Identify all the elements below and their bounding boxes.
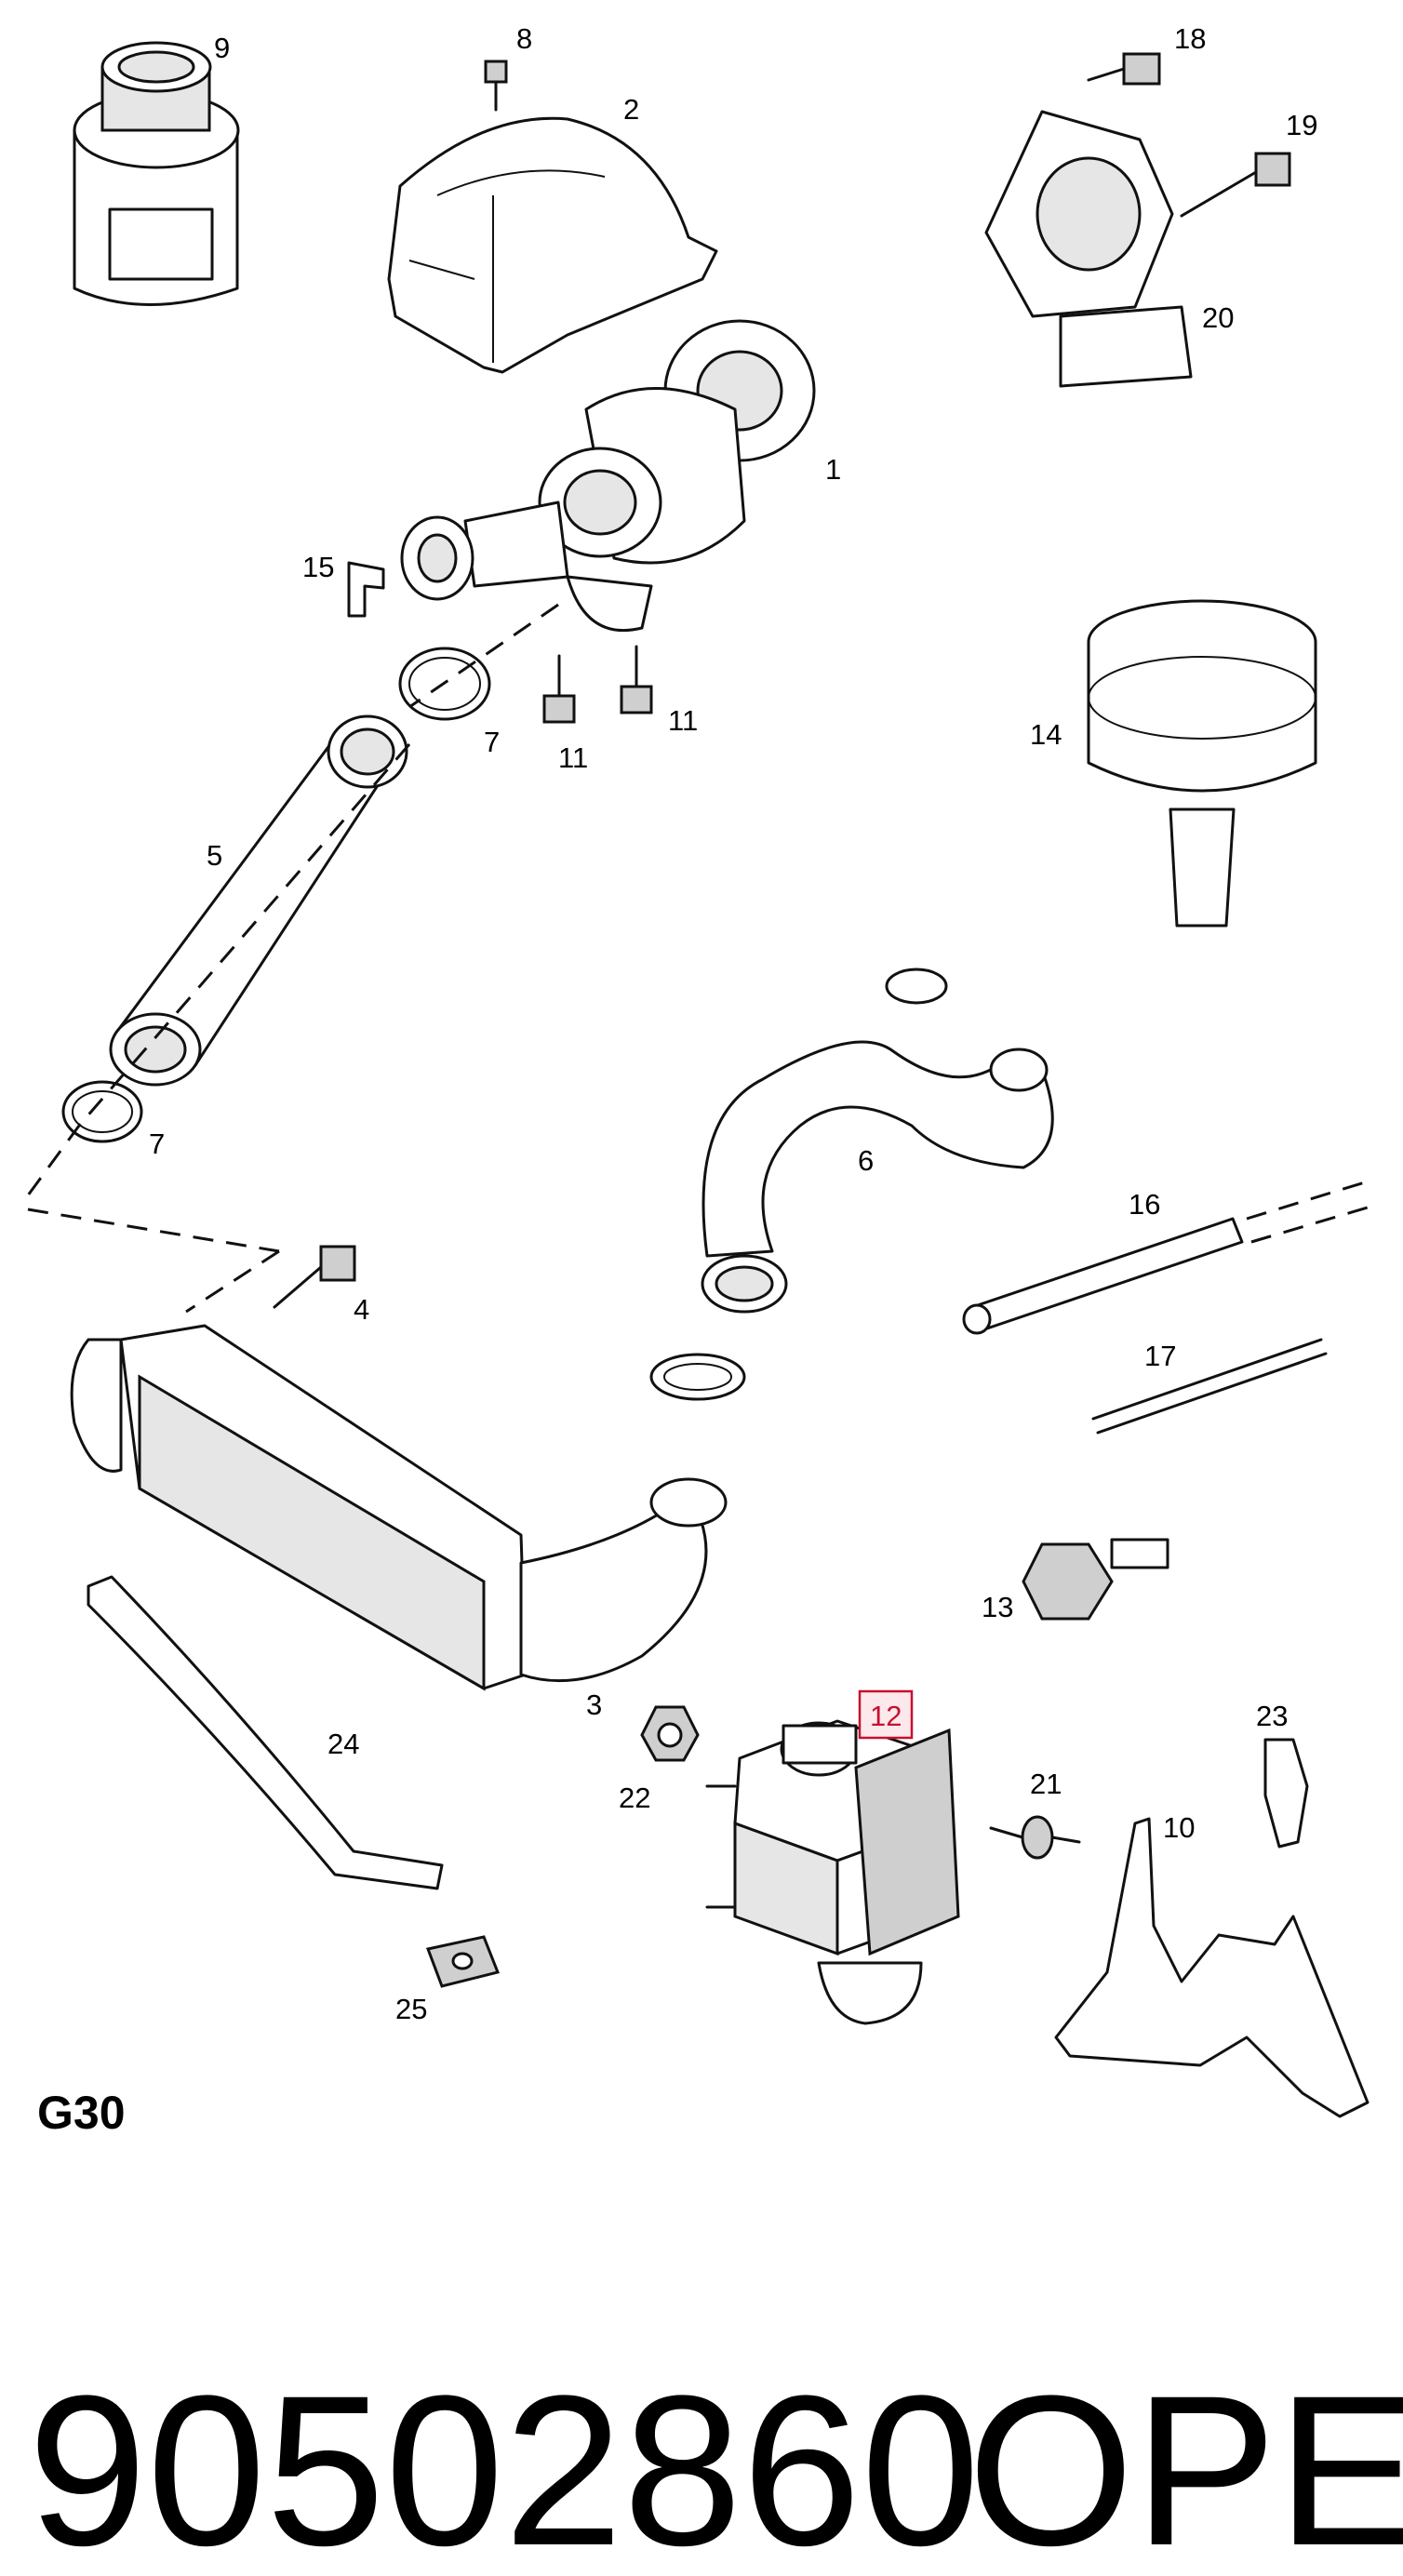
part-5-hose — [109, 714, 408, 1087]
callout-7-upper: 7 — [484, 726, 500, 758]
callout-21: 21 — [1030, 1768, 1062, 1800]
callout-16: 16 — [1129, 1188, 1160, 1221]
part-20-exhaust-flange — [984, 110, 1193, 388]
callout-23: 23 — [1256, 1700, 1288, 1732]
part-18-bolt — [1087, 52, 1161, 86]
callout-4: 4 — [354, 1293, 369, 1326]
part-13-bolt — [1022, 1538, 1169, 1621]
callout-labels: 1 2 3 4 5 6 7 7 8 9 10 11 11 12 13 14 15… — [149, 22, 1317, 2025]
part-8-bolt — [484, 60, 508, 112]
part-number: 90502860 — [28, 2351, 980, 2576]
part-4-bolt — [273, 1245, 356, 1309]
callout-5: 5 — [207, 839, 222, 872]
part-22-nut — [640, 1705, 700, 1762]
callout-18: 18 — [1174, 22, 1206, 55]
callout-10: 10 — [1163, 1811, 1195, 1844]
part-15-elbow-hose — [347, 561, 385, 618]
part-24-rubber-strip — [87, 1575, 444, 1890]
callout-8: 8 — [516, 22, 532, 55]
callout-25: 25 — [395, 1993, 427, 2025]
callout-12-highlight-box — [858, 1689, 914, 1740]
callout-7-lower: 7 — [149, 1128, 165, 1160]
callout-14: 14 — [1030, 718, 1062, 751]
part-2-heat-shield — [387, 116, 718, 374]
part-1-turbocharger — [400, 319, 816, 633]
part-7-clamp-lower — [61, 1080, 143, 1143]
callout-15: 15 — [302, 551, 334, 583]
callout-12: 12 — [870, 1700, 902, 1732]
part-25-clip-nut — [425, 1935, 501, 1988]
callout-20: 20 — [1202, 301, 1234, 334]
part-10-bracket — [1054, 1817, 1370, 2118]
callout-19: 19 — [1286, 109, 1317, 141]
callout-6: 6 — [858, 1144, 874, 1177]
part-14-air-filter — [1087, 599, 1317, 928]
brand-name: OPEL — [968, 2351, 1403, 2576]
callout-1: 1 — [825, 453, 841, 486]
callout-11-left: 11 — [558, 741, 588, 774]
callout-17: 17 — [1144, 1340, 1176, 1372]
callout-24: 24 — [327, 1728, 359, 1760]
callout-11-right: 11 — [668, 704, 698, 737]
part-6-clamp — [649, 1353, 746, 1401]
connection-dashed-line — [26, 603, 559, 1314]
callout-22: 22 — [619, 1782, 650, 1814]
part-21-stud — [989, 1815, 1081, 1860]
callout-2: 2 — [623, 93, 639, 126]
callout-3: 3 — [586, 1688, 602, 1721]
part-9-canister — [73, 41, 240, 306]
part-11-studs — [542, 645, 653, 724]
callout-9: 9 — [214, 32, 230, 64]
part-6-hose — [701, 968, 1054, 1314]
part-3-intercooler — [70, 1324, 728, 1691]
part-17-tube — [1091, 1338, 1328, 1435]
part-23-clip — [1263, 1738, 1309, 1849]
part-19-bolt — [1180, 152, 1291, 218]
section-code: G30 — [37, 2087, 126, 2139]
part-12-solenoid-valve — [705, 1719, 960, 2025]
part-16-hose-line — [962, 1180, 1378, 1335]
callout-13: 13 — [982, 1591, 1013, 1623]
